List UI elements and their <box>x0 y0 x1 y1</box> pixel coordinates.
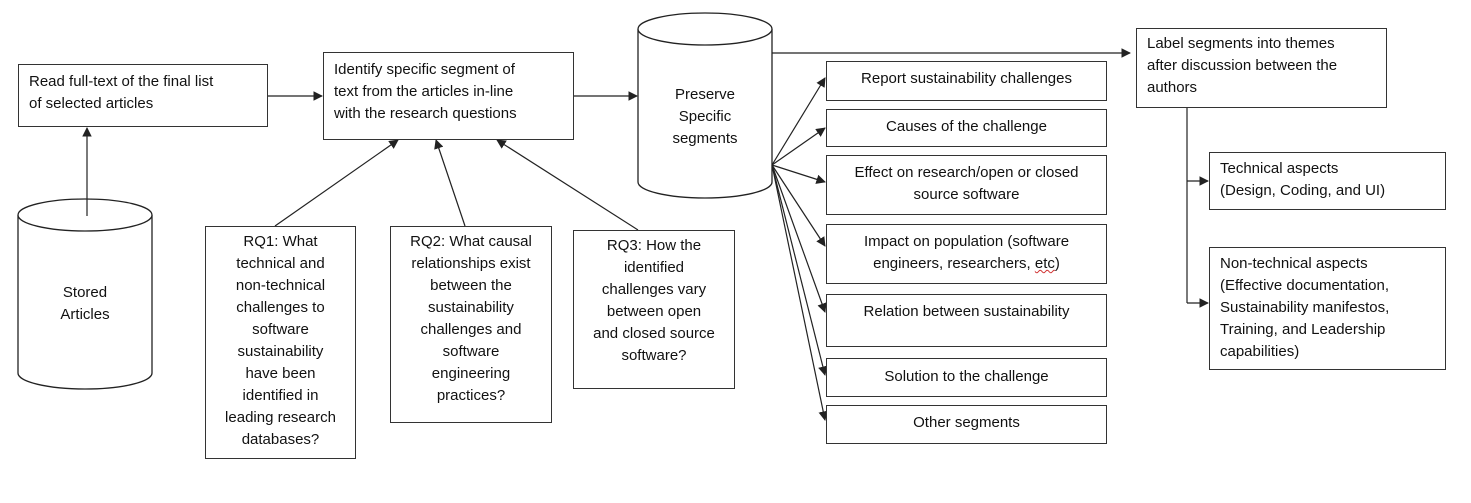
segment-other-box: Other segments <box>826 405 1107 444</box>
arrow-to-other <box>771 164 828 421</box>
rq2-line: practices? <box>436 387 506 404</box>
rq2-line: between the <box>430 277 512 294</box>
segment-causes-box: Causes of the challenge <box>826 109 1107 147</box>
technical-line2: (Design, Coding, and UI) <box>1220 182 1386 199</box>
segment-report-label: Report sustainability challenges <box>861 70 1072 87</box>
rq2-box: RQ2: What causal relationships exist bet… <box>390 226 552 423</box>
arrow-rq3-to-identify <box>496 139 639 231</box>
nontechnical-line1: Non-technical aspects <box>1220 255 1368 272</box>
preserve-segments-label: Preserve Specific segments <box>650 84 760 150</box>
segment-impact-line2-text: engineers, researchers, <box>873 255 1035 272</box>
stored-articles-cylinder <box>17 198 153 390</box>
rq2-line: software <box>442 343 500 360</box>
segment-solution-box: Solution to the challenge <box>826 358 1107 397</box>
nontechnical-line3: Sustainability manifestos, <box>1220 299 1390 316</box>
rq1-line: have been <box>245 365 316 382</box>
rq1-line: software <box>252 321 309 338</box>
label-themes-line1: Label segments into themes <box>1147 35 1335 52</box>
rq3-line: software? <box>621 347 687 364</box>
preserve-line2: Specific <box>678 108 732 125</box>
nontechnical-aspects-box: Non-technical aspects (Effective documen… <box>1209 247 1446 370</box>
rq1-line: non-technical <box>235 277 326 294</box>
segment-solution-label: Solution to the challenge <box>884 368 1049 385</box>
rq3-line: identified <box>623 259 685 276</box>
rq2-line: challenges and <box>420 321 522 338</box>
segment-impact-line1: Impact on population (software <box>863 233 1070 250</box>
stored-articles-label: Stored Articles <box>30 282 140 326</box>
rq1-box: RQ1: What technical and non-technical ch… <box>205 226 356 459</box>
preserve-line3: segments <box>672 130 738 147</box>
arrow-to-impact <box>771 164 826 247</box>
read-fulltext-line2: of selected articles <box>29 95 154 112</box>
rq1-line: databases? <box>241 431 320 448</box>
preserve-line1: Preserve <box>674 86 736 103</box>
arrow-rq1-to-identify <box>274 139 399 227</box>
rq3-line: between open <box>606 303 702 320</box>
rq1-line: identified in <box>242 387 319 404</box>
technical-aspects-box: Technical aspects (Design, Coding, and U… <box>1209 152 1446 210</box>
technical-line1: Technical aspects <box>1220 160 1339 177</box>
identify-line2: text from the articles in-line <box>334 83 514 100</box>
stored-line2: Articles <box>60 306 110 323</box>
label-themes-line2: after discussion between the <box>1147 57 1338 74</box>
rq2-line: engineering <box>431 365 511 382</box>
rq3-line: and closed source <box>593 325 715 342</box>
segment-relation-box: Relation between sustainability <box>826 294 1107 347</box>
arrow-to-causes <box>771 127 826 166</box>
spellcheck-flagged-word: etc <box>1034 255 1055 272</box>
segment-impact-line2-close: ) <box>1054 255 1060 272</box>
preserve-segments-cylinder <box>637 12 773 199</box>
rq3-line: RQ3: How the <box>606 237 702 254</box>
segment-impact-box: Impact on population (software engineers… <box>826 224 1107 284</box>
segment-report-box: Report sustainability challenges <box>826 61 1107 101</box>
identify-segment-box: Identify specific segment of text from t… <box>323 52 574 140</box>
arrow-to-report <box>771 77 826 166</box>
identify-line3: with the research questions <box>334 105 517 122</box>
rq2-line: relationships exist <box>411 255 531 272</box>
identify-line1: Identify specific segment of <box>334 61 515 78</box>
segment-relation-label: Relation between sustainability <box>863 303 1070 320</box>
rq1-line: RQ1: What <box>243 233 318 250</box>
segment-effect-line2: source software <box>913 186 1020 203</box>
arrow-rq2-to-identify <box>434 139 466 227</box>
arrow-to-effect <box>771 164 826 184</box>
label-themes-box: Label segments into themes after discuss… <box>1136 28 1387 108</box>
arrow-to-solution <box>771 164 828 376</box>
label-themes-line3: authors <box>1147 79 1198 96</box>
stored-line1: Stored <box>62 284 108 301</box>
segment-causes-label: Causes of the challenge <box>886 118 1047 135</box>
rq3-line: challenges vary <box>601 281 707 298</box>
rq3-box: RQ3: How the identified challenges vary … <box>573 230 735 389</box>
arrow-to-relation <box>771 164 827 313</box>
segment-effect-line1: Effect on research/open or closed <box>854 164 1079 181</box>
nontechnical-line5: capabilities) <box>1220 343 1300 360</box>
nontechnical-line4: Training, and Leadership <box>1220 321 1386 338</box>
segment-other-label: Other segments <box>913 414 1020 431</box>
rq2-line: RQ2: What causal <box>410 233 532 250</box>
rq1-line: challenges to <box>236 299 325 316</box>
segment-impact-line2: engineers, researchers, etc) <box>833 253 1100 275</box>
segment-effect-box: Effect on research/open or closed source… <box>826 155 1107 215</box>
rq2-line: sustainability <box>428 299 514 316</box>
rq1-line: technical and <box>236 255 325 272</box>
read-fulltext-line1: Read full-text of the final list <box>29 73 214 90</box>
rq1-line: sustainability <box>237 343 324 360</box>
rq1-line: leading research <box>225 409 336 426</box>
nontechnical-line2: (Effective documentation, <box>1220 277 1389 294</box>
read-fulltext-box: Read full-text of the final list of sele… <box>18 64 268 127</box>
